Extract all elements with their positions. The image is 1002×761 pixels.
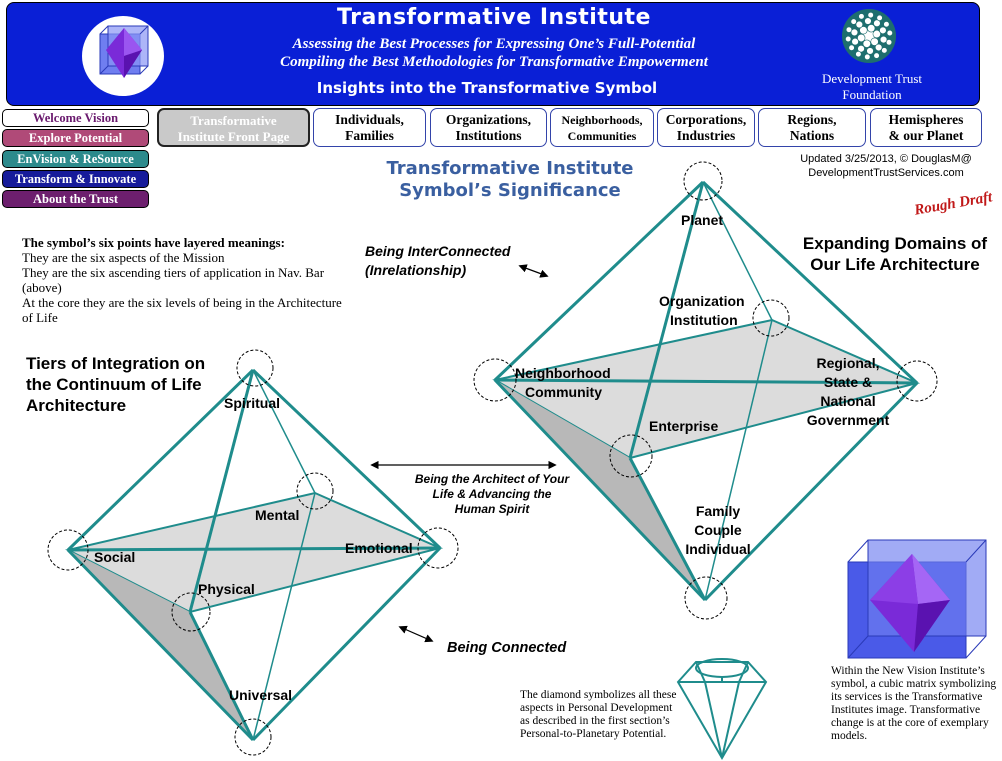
subtitle-processes: Assessing the Best Processes for Express…: [292, 36, 696, 52]
intro-text: The symbol’s six points have layered mea…: [22, 235, 342, 325]
header-banner: Transformative Institute Assessing the B…: [6, 2, 980, 106]
tab-individuals-families[interactable]: Individuals, Families: [313, 108, 426, 147]
foundation-name-line1: Development Trust: [821, 71, 923, 86]
individual-line: Individual: [685, 541, 751, 557]
tab-label-line1: Hemispheres: [888, 112, 964, 127]
point-emotional: Emotional: [345, 540, 413, 556]
being-interconnected-label: Being InterConnected (Inrelationship): [365, 242, 535, 280]
tab-label-line1: Individuals,: [335, 112, 404, 127]
tab-hemispheres-planet[interactable]: Hemispheres & our Planet: [870, 108, 982, 147]
point-mental: Mental: [255, 507, 300, 523]
symbol-significance-title: Transformative Institute Symbol’s Signif…: [350, 158, 670, 202]
domains-heading: Expanding Domains of Our Life Architectu…: [802, 234, 988, 274]
point-family: Family Couple Individual: [680, 502, 756, 559]
regional-line2: State &: [823, 374, 873, 390]
point-regional: Regional, State & National Government: [800, 354, 896, 430]
cube-description: Within the New Vision Institute’s symbol…: [831, 665, 997, 742]
tab-label-line2: Nations: [789, 128, 835, 143]
regional-line4: Government: [806, 412, 890, 428]
cube-gem-icon: [99, 25, 149, 78]
point-spiritual: Spiritual: [224, 395, 281, 411]
symbol-title-line2: Symbol’s Significance: [399, 180, 621, 201]
tab-label-line2: Institutions: [455, 128, 522, 143]
tab-organizations-institutions[interactable]: Organizations, Institutions: [430, 108, 547, 147]
nav-welcome-vision[interactable]: Welcome Vision: [2, 109, 149, 127]
point-institution: Institution: [670, 312, 738, 328]
interconnected-line2: (Inrelationship): [365, 262, 467, 278]
diamond-description: The diamond symbolizes all these aspects…: [520, 689, 677, 740]
regional-line1: Regional,: [816, 355, 880, 371]
regional-line3: National: [820, 393, 876, 409]
updated-date: Updated 3/25/2013, © DouglasM@: [800, 153, 972, 165]
updated-notice: Updated 3/25/2013, © DouglasM@ Developme…: [780, 152, 992, 180]
right-octahedron: [473, 161, 938, 620]
being-architect-label: Being the Architect of Your Life & Advan…: [414, 472, 570, 516]
tab-label-line1: Corporations,: [665, 112, 747, 127]
tab-label-line2: Industries: [676, 128, 736, 143]
tab-corporations-industries[interactable]: Corporations, Industries: [657, 108, 755, 147]
point-neighborhood: Neighborhood: [515, 365, 611, 381]
point-planet: Planet: [681, 212, 724, 228]
nav-envision-resource[interactable]: EnVision & ReSource: [2, 150, 149, 168]
being-connected-label: Being Connected: [447, 640, 567, 656]
geodesic-sphere-icon: [842, 9, 896, 63]
tab-label-line2: Institute Front Page: [177, 129, 290, 144]
tab-label-line1: Organizations,: [445, 112, 532, 127]
page-title: Transformative Institute: [337, 5, 651, 30]
left-octahedron: [47, 349, 459, 756]
interconnected-arrow: [518, 264, 549, 278]
tab-label-line1: Regions,: [787, 112, 837, 127]
connected-arrow: [398, 625, 434, 643]
interconnected-line1: Being InterConnected: [365, 243, 511, 259]
tab-institute-front-page[interactable]: Transformative Institute Front Page: [157, 108, 310, 147]
family-line: Family: [695, 503, 741, 519]
cube-matrix-icon: [847, 539, 987, 659]
tab-label-line2: Families: [345, 128, 394, 143]
point-community: Community: [525, 384, 602, 400]
point-social: Social: [94, 549, 136, 565]
tab-label-line2: & our Planet: [888, 128, 964, 143]
intro-line-core: At the core they are the six levels of b…: [22, 295, 342, 325]
symbol-title-line1: Transformative Institute: [386, 158, 634, 179]
insights-heading: Insights into the Transformative Symbol: [316, 79, 658, 97]
tab-regions-nations[interactable]: Regions, Nations: [758, 108, 866, 147]
subtitle-methodologies: Compiling the Best Methodologies for Tra…: [280, 54, 708, 70]
point-physical: Physical: [198, 581, 255, 597]
nav-about-trust[interactable]: About the Trust: [2, 190, 149, 208]
nav-explore-potential[interactable]: Explore Potential: [2, 129, 149, 147]
tab-label-line2: Communities: [567, 129, 637, 143]
point-organization: Organization: [659, 293, 745, 309]
diamond-gem-icon: [676, 658, 768, 760]
tab-label-line1: Neighborhoods,: [561, 113, 643, 127]
intro-lead: The symbol’s six points have layered mea…: [22, 235, 281, 250]
contact-link[interactable]: DevelopmentTrustServices.com: [808, 167, 964, 179]
nav-transform-innovate[interactable]: Transform & Innovate: [2, 170, 149, 188]
point-universal: Universal: [229, 687, 293, 703]
intro-line-mission: They are the six aspects of the Mission: [22, 250, 225, 265]
tab-neighborhoods-communities[interactable]: Neighborhoods, Communities: [550, 108, 654, 147]
intro-line-tiers: They are the six ascending tiers of appl…: [22, 265, 325, 295]
foundation-name-line2: Foundation: [842, 87, 902, 102]
symbol-logo[interactable]: [82, 16, 164, 96]
point-enterprise: Enterprise: [649, 418, 719, 434]
foundation-logo[interactable]: [839, 7, 899, 65]
couple-line: Couple: [694, 522, 742, 538]
tiers-heading: Tiers of Integration on the Continuum of…: [26, 354, 206, 415]
foundation-name: Development Trust Foundation: [817, 71, 927, 103]
tab-label-line1: Transformative: [190, 113, 277, 128]
